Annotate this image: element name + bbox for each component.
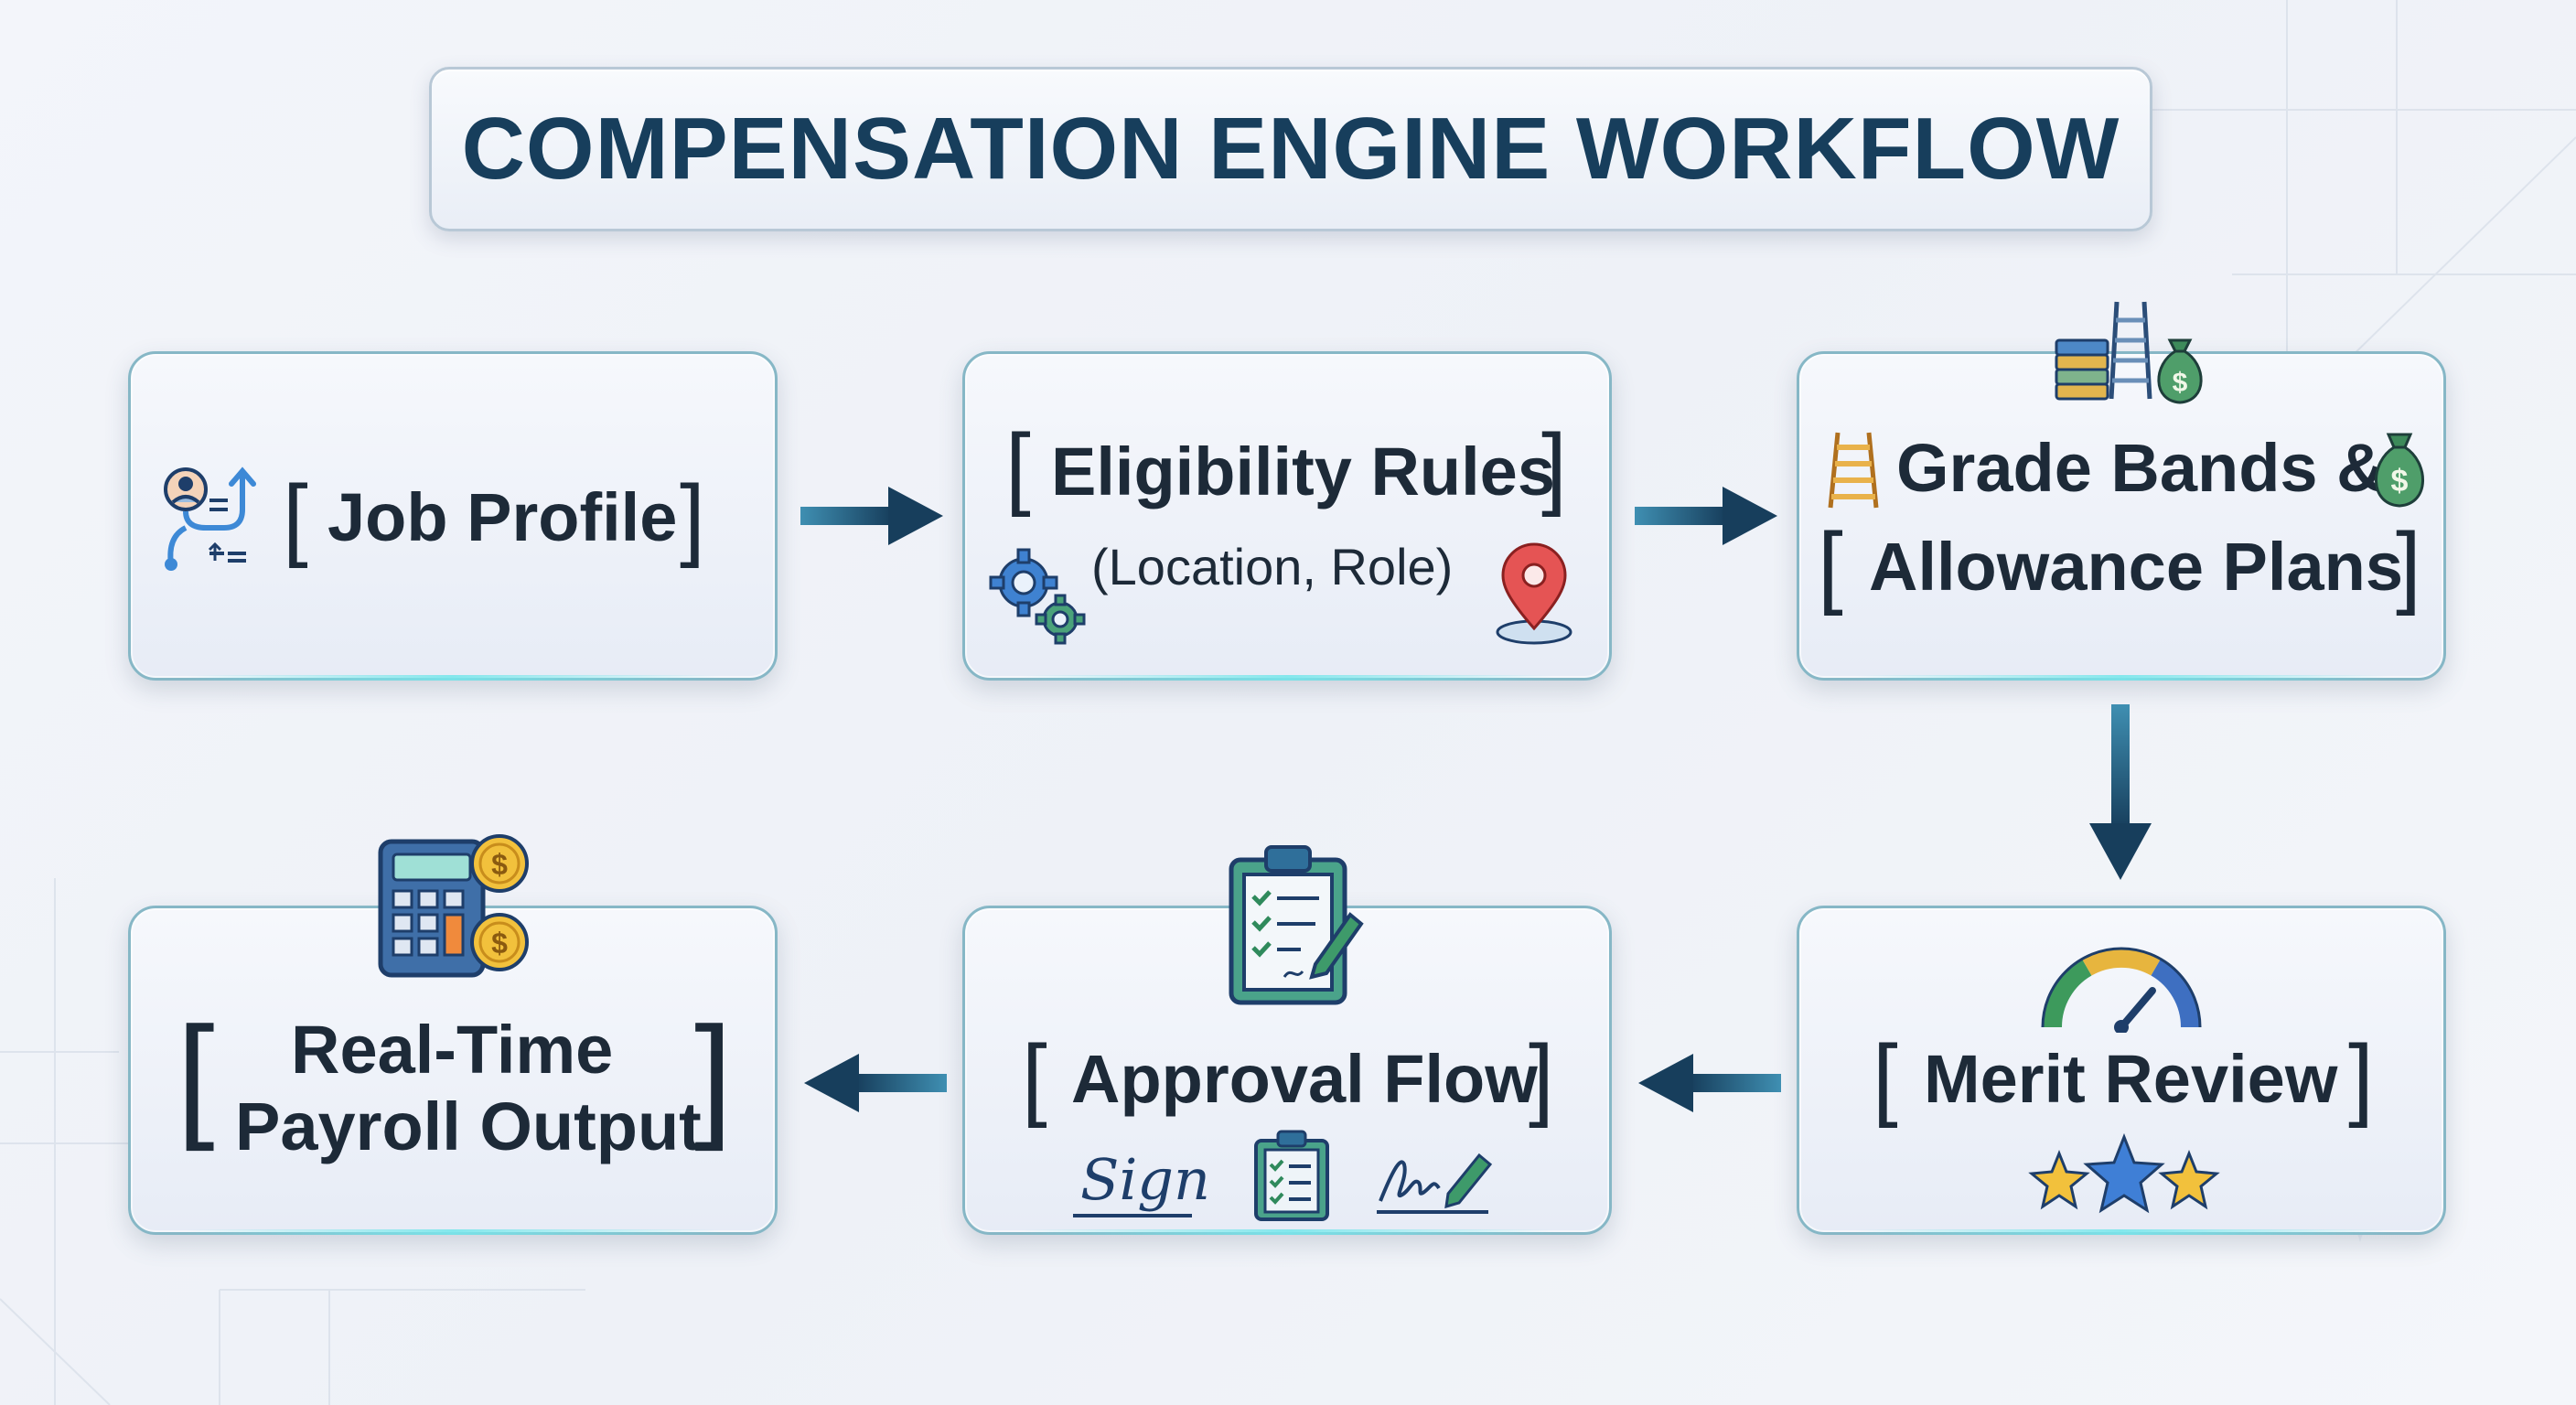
node-job-profile: [ Job Profile ]	[128, 351, 778, 681]
svg-text:$: $	[2173, 368, 2188, 398]
ladder-icon	[1828, 432, 1879, 509]
signature-pen-icon	[1377, 1153, 1493, 1214]
svg-text:$: $	[491, 927, 508, 960]
page-title: COMPENSATION ENGINE WORKFLOW	[461, 100, 2120, 198]
coin-stack-ladder-icon: $	[2055, 301, 2203, 404]
money-bag-icon: $	[2375, 433, 2424, 508]
card-glow	[1020, 675, 1554, 681]
card-glow	[186, 675, 720, 681]
bracket-close: ]	[2396, 514, 2421, 617]
arrow-approval-to-payroll	[804, 1054, 947, 1112]
bracket-open: [	[177, 998, 215, 1152]
bracket-close: ]	[2348, 1026, 2374, 1129]
clipboard-checklist-icon	[1229, 845, 1364, 1005]
arrow-eligibility-to-grade	[1635, 487, 1777, 545]
bracket-open: [	[1022, 1026, 1047, 1129]
bracket-close: ]	[1529, 1026, 1554, 1129]
bracket-open: [	[1873, 1026, 1898, 1129]
node-label-line1: Real-Time	[291, 1012, 614, 1088]
arrow-grade-to-merit	[2089, 704, 2152, 880]
node-eligibility-rules: [ Eligibility Rules ] (Location, Role)	[962, 351, 1612, 681]
clipboard-small-icon	[1254, 1130, 1329, 1221]
bracket-open: [	[1818, 514, 1843, 617]
node-label-line1: Grade Bands &	[1896, 430, 2386, 506]
bracket-close: ]	[694, 998, 733, 1152]
signature-line	[1073, 1214, 1192, 1217]
coins-icon: $ $	[470, 834, 529, 971]
title-banner: COMPENSATION ENGINE WORKFLOW	[429, 67, 2152, 231]
user-path-icon	[164, 467, 256, 571]
node-label: Eligibility Rules	[1051, 434, 1555, 509]
node-merit-review: [ Merit Review ]	[1797, 906, 2446, 1235]
card-glow	[1854, 675, 2388, 681]
calculator-icon: $ $	[378, 834, 529, 978]
stars-icon	[2028, 1133, 2220, 1214]
card-glow	[1854, 1229, 2388, 1235]
bracket-open: [	[1005, 415, 1031, 518]
node-label-line2: Payroll Output	[235, 1089, 702, 1164]
node-detail: (Location, Role)	[1091, 538, 1454, 595]
node-grade-bands: Grade Bands & $ [ Allowance Plans ]	[1797, 351, 2446, 681]
svg-text:$: $	[491, 848, 508, 881]
bracket-close: ]	[1541, 415, 1567, 518]
node-label-line2: Allowance Plans	[1869, 529, 2403, 605]
bracket-open: [	[283, 467, 308, 569]
signature-text: Sign	[1080, 1146, 1210, 1213]
card-glow	[186, 1229, 720, 1235]
gauge-icon	[2041, 947, 2202, 1033]
gears-icon	[989, 548, 1086, 645]
node-label: Approval Flow	[1071, 1041, 1538, 1117]
node-label: Merit Review	[1924, 1041, 2338, 1117]
arrow-merit-to-approval	[1638, 1054, 1781, 1112]
node-label: Job Profile	[327, 479, 678, 555]
card-glow	[1020, 1229, 1554, 1235]
bracket-close: ]	[680, 467, 705, 569]
arrow-job-to-eligibility	[800, 487, 943, 545]
location-pin-icon	[1496, 542, 1572, 645]
svg-text:$: $	[2391, 464, 2409, 499]
